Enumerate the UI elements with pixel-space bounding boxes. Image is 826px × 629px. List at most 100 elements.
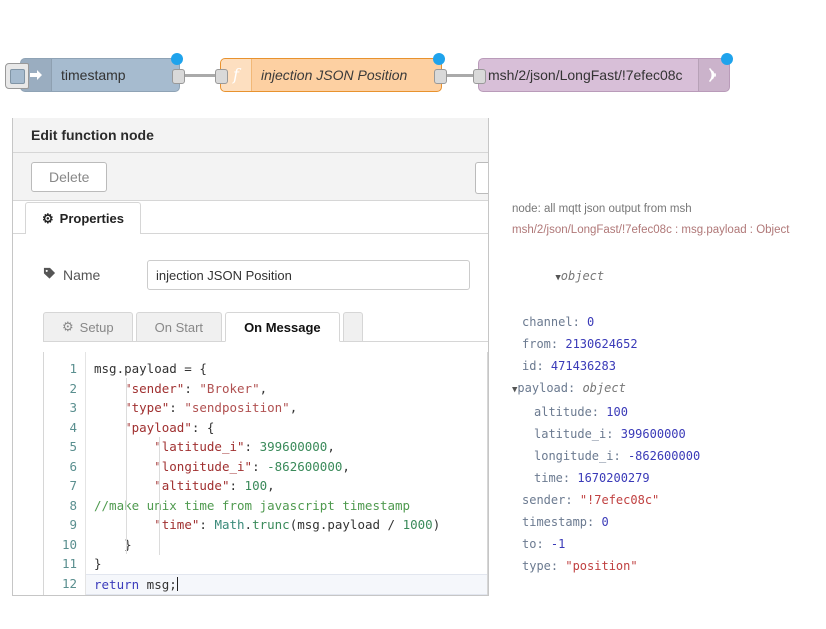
- mqtt-input-port[interactable]: [473, 69, 486, 84]
- debug-entry[interactable]: ▼payload: object: [512, 377, 826, 401]
- name-label-group: Name: [43, 267, 135, 283]
- code-tab-on-message-label: On Message: [244, 319, 321, 335]
- debug-entry: longitude_i: -862600000: [512, 445, 826, 467]
- dialog-body: Name ⚙ Setup On Start On Message: [13, 234, 488, 595]
- editor-text-area[interactable]: msg.payload = { "sender": "Broker", "typ…: [86, 352, 487, 595]
- line-number: 5: [69, 439, 77, 454]
- function-status-dot: [433, 53, 445, 65]
- debug-entry: id: 471436283: [512, 355, 826, 377]
- debug-entry: channel: 0: [512, 311, 826, 333]
- debug-entry-key: from:: [522, 337, 559, 351]
- line-number: 1: [69, 361, 77, 376]
- code-line: "payload": {: [124, 419, 215, 435]
- debug-entry-key: id:: [522, 359, 544, 373]
- debug-root-label: object: [560, 269, 605, 283]
- debug-entry-key: time:: [534, 471, 571, 485]
- code-subtabs: ⚙ Setup On Start On Message: [43, 312, 488, 342]
- delete-button[interactable]: Delete: [31, 161, 108, 192]
- debug-entry: sender: "!7efec08c": [512, 489, 826, 511]
- code-line: "longitude_i": -862600000,: [154, 458, 350, 474]
- flow-node-mqtt-label: msh/2/json/LongFast/!7efec08c: [488, 67, 683, 83]
- dialog-toolbar: Delete: [13, 153, 488, 201]
- line-number: 9: [69, 517, 77, 532]
- inject-trigger-icon: [9, 68, 25, 84]
- debug-entry-key: longitude_i:: [534, 449, 621, 463]
- flow-node-inject[interactable]: timestamp: [5, 53, 185, 92]
- debug-entry: time: 1670200279: [512, 467, 826, 489]
- code-tab-on-start[interactable]: On Start: [135, 312, 223, 342]
- editor-line-numbers: 1 2 3 4 5 6 7 8 9 10 11 12: [44, 352, 86, 595]
- gear-icon: ⚙: [62, 319, 74, 334]
- code-line: }: [94, 536, 132, 552]
- name-field-row: Name: [13, 252, 488, 290]
- debug-entry-value: 0: [601, 515, 609, 529]
- line-number: 7: [69, 478, 77, 493]
- line-number: 2: [69, 380, 77, 396]
- chevron-down-icon[interactable]: ▼: [555, 273, 561, 283]
- code-line: return msg;: [86, 573, 487, 595]
- code-line: "time": Math.trunc(msg.payload / 1000): [154, 517, 441, 532]
- tab-properties[interactable]: ⚙ Properties: [25, 202, 141, 234]
- debug-entry-key: type:: [522, 559, 559, 573]
- code-tab-setup[interactable]: ⚙ Setup: [43, 312, 133, 342]
- debug-entry: type: "position": [512, 555, 826, 577]
- debug-entry-value: -862600000: [627, 449, 701, 463]
- code-line: "type": "sendposition",: [124, 400, 298, 415]
- dialog-title: Edit function node: [13, 118, 488, 153]
- flow-node-inject-label: timestamp: [61, 67, 126, 83]
- cancel-button-clipped[interactable]: [475, 162, 488, 194]
- chevron-down-icon[interactable]: ▼: [512, 385, 518, 395]
- debug-entry-key: channel:: [522, 315, 580, 329]
- mqtt-status-dot: [721, 53, 733, 65]
- debug-topic-line: msh/2/json/LongFast/!7efec08c : msg.payl…: [512, 224, 790, 236]
- line-number: 8: [69, 497, 77, 513]
- debug-entry-value: "!7efec08c": [579, 493, 660, 507]
- flow-canvas[interactable]: timestamp f injection JSON Position msh/…: [0, 0, 826, 112]
- debug-entry: timestamp: 0: [512, 511, 826, 533]
- function-input-port[interactable]: [215, 69, 228, 84]
- debug-entry-value: 471436283: [550, 359, 616, 373]
- code-line: "altitude": 100,: [154, 478, 275, 493]
- line-number: 11: [61, 556, 77, 571]
- inject-trigger-button[interactable]: [5, 63, 29, 89]
- function-output-port[interactable]: [434, 69, 447, 84]
- debug-entry-value: -1: [550, 537, 566, 551]
- code-tab-on-stop-clipped[interactable]: [342, 312, 363, 342]
- debug-entry-key: timestamp:: [522, 515, 595, 529]
- wire-function-to-mqtt: [440, 74, 482, 77]
- code-line: msg.payload = {: [94, 361, 207, 376]
- debug-entry: latitude_i: 399600000: [512, 423, 826, 445]
- line-number: 10: [61, 536, 77, 552]
- inject-output-port[interactable]: [172, 69, 185, 84]
- debug-source-node: node: all mqtt json output from msh: [512, 203, 692, 215]
- flow-node-mqtt-out[interactable]: msh/2/json/LongFast/!7efec08c: [473, 53, 733, 92]
- debug-root-object[interactable]: ▼object: [512, 243, 826, 311]
- debug-entry-key: latitude_i:: [534, 427, 614, 441]
- debug-entry-key: payload:: [517, 381, 576, 395]
- debug-entry-value: 0: [587, 315, 595, 329]
- code-line: }: [94, 556, 102, 571]
- line-number: 12: [61, 575, 77, 591]
- gear-icon: ⚙: [42, 210, 54, 226]
- debug-entry-value: "position": [565, 559, 638, 573]
- tab-properties-label: Properties: [59, 211, 124, 226]
- debug-entry-key: altitude:: [534, 405, 600, 419]
- debug-entry: altitude: 100: [512, 401, 826, 423]
- debug-entry-key: to:: [522, 537, 544, 551]
- wire-inject-to-function: [178, 74, 224, 77]
- debug-entry-value: 399600000: [620, 427, 686, 441]
- code-tab-on-message[interactable]: On Message: [225, 312, 340, 342]
- debug-entry-value: 2130624652: [565, 337, 638, 351]
- name-input[interactable]: [147, 260, 470, 290]
- flow-node-function[interactable]: f injection JSON Position: [215, 53, 447, 92]
- dialog-tabs: ⚙ Properties: [13, 201, 488, 234]
- indent-guide: [159, 437, 160, 555]
- line-number: 6: [69, 458, 77, 474]
- code-line: "sender": "Broker",: [124, 380, 268, 396]
- flow-node-function-label: injection JSON Position: [261, 67, 408, 83]
- edit-function-node-dialog: Edit function node Delete ⚙ Properties: [12, 118, 489, 596]
- indent-guide: [126, 378, 127, 554]
- code-editor[interactable]: 1 2 3 4 5 6 7 8 9 10 11 12 msg.payload =: [43, 352, 488, 595]
